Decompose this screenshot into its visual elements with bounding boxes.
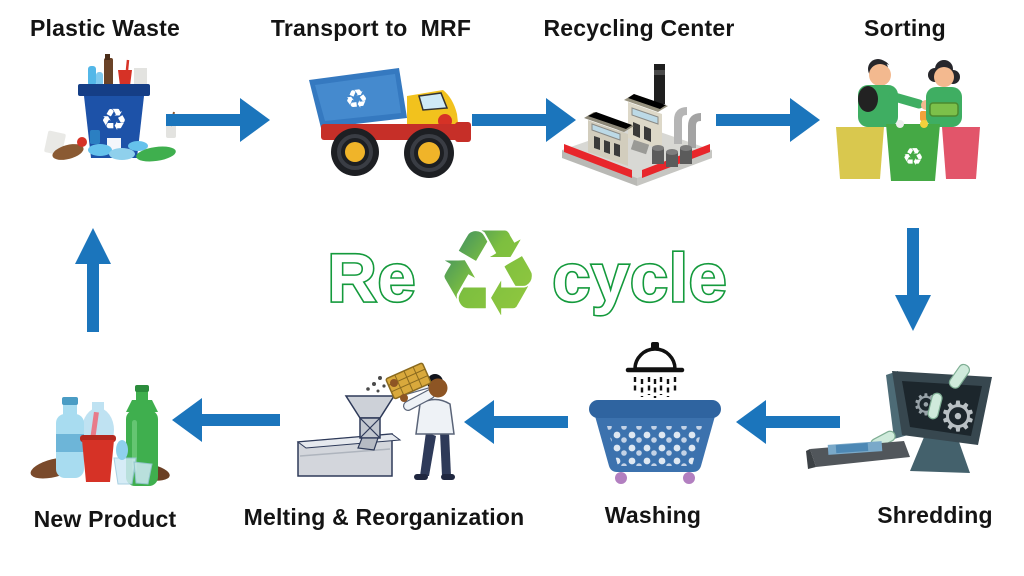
water-drips (633, 377, 677, 398)
sorting-workers-illustration: ♻ (836, 59, 980, 181)
label-transport-to-mrf: Transport to MRF (270, 15, 472, 41)
funnel (344, 395, 396, 451)
recycle-symbol-icon: ♻ (434, 213, 542, 333)
factory-building-low (584, 112, 634, 166)
shredder-hopper: ⚙ ⚙ (886, 371, 992, 445)
clear-cups (113, 457, 153, 485)
recycle-symbol-icon: ♻ (101, 103, 128, 138)
sorting-bin-red (942, 127, 980, 179)
water-bottle (56, 397, 84, 478)
falling-pellets (366, 376, 390, 393)
crate (385, 362, 432, 400)
gear-icon: ⚙ (939, 392, 977, 441)
melting-bin (296, 433, 402, 477)
label-sorting: Sorting (864, 15, 946, 41)
label-recycling-center: Recycling Center (543, 15, 735, 41)
shower-head-icon (625, 342, 685, 398)
new-product-bottles-illustration (30, 385, 170, 486)
tub (589, 400, 721, 484)
sorting-bin-green (886, 124, 940, 181)
label-shredding: Shredding (877, 502, 993, 528)
recycle-symbol-icon: ♻ (343, 84, 370, 117)
worker-man (858, 59, 931, 127)
factory-vent-pipe (688, 113, 702, 148)
label-plastic-waste: Plastic Waste (29, 15, 181, 41)
arrow-transport-to-recycling-center (472, 98, 576, 142)
factory-chimney (654, 64, 665, 104)
arrow-melting-to-new-product (172, 398, 280, 442)
shredding-machine-illustration: ⚙ ⚙ (806, 363, 992, 473)
sorting-bin-yellow (836, 127, 884, 179)
arrow-shredding-to-washing (736, 400, 840, 444)
factory-vent-pipe (674, 107, 688, 144)
recycling-center-factory-illustration (562, 64, 712, 186)
factory-building-tall (624, 94, 668, 150)
label-washing: Washing (604, 502, 702, 528)
worker-woman (926, 60, 962, 127)
label-new-product: New Product (33, 506, 177, 532)
arrow-new-product-to-plastic-waste (75, 228, 111, 332)
worker-person (385, 362, 455, 480)
transport-truck-illustration: ♻ (309, 68, 471, 178)
recycle-logo: Re ♻ cycle (310, 205, 750, 344)
arrow-sorting-to-shredding (895, 228, 931, 331)
logo-re-text: Re (328, 240, 417, 316)
melting-machine-illustration (296, 362, 455, 480)
trash-on-lid (88, 59, 147, 86)
plastic-waste-bin-illustration: ♻ (44, 54, 176, 162)
recycle-symbol-icon: ♻ (902, 143, 924, 171)
arrow-washing-to-melting (464, 400, 568, 444)
arrow-plastic-waste-to-transport (166, 98, 270, 142)
conveyor (806, 441, 910, 469)
logo-cycle-text: cycle (552, 240, 727, 316)
arrow-recycling-center-to-sorting (716, 98, 820, 142)
red-cup-with-straw (80, 411, 116, 482)
trash-on-ground (44, 111, 176, 162)
shredder-stand (910, 437, 970, 473)
washing-tub-illustration (589, 342, 721, 484)
label-melting-reorganization: Melting & Reorganization (243, 504, 525, 530)
factory-tanks (652, 145, 692, 167)
bin-lid (78, 84, 150, 96)
